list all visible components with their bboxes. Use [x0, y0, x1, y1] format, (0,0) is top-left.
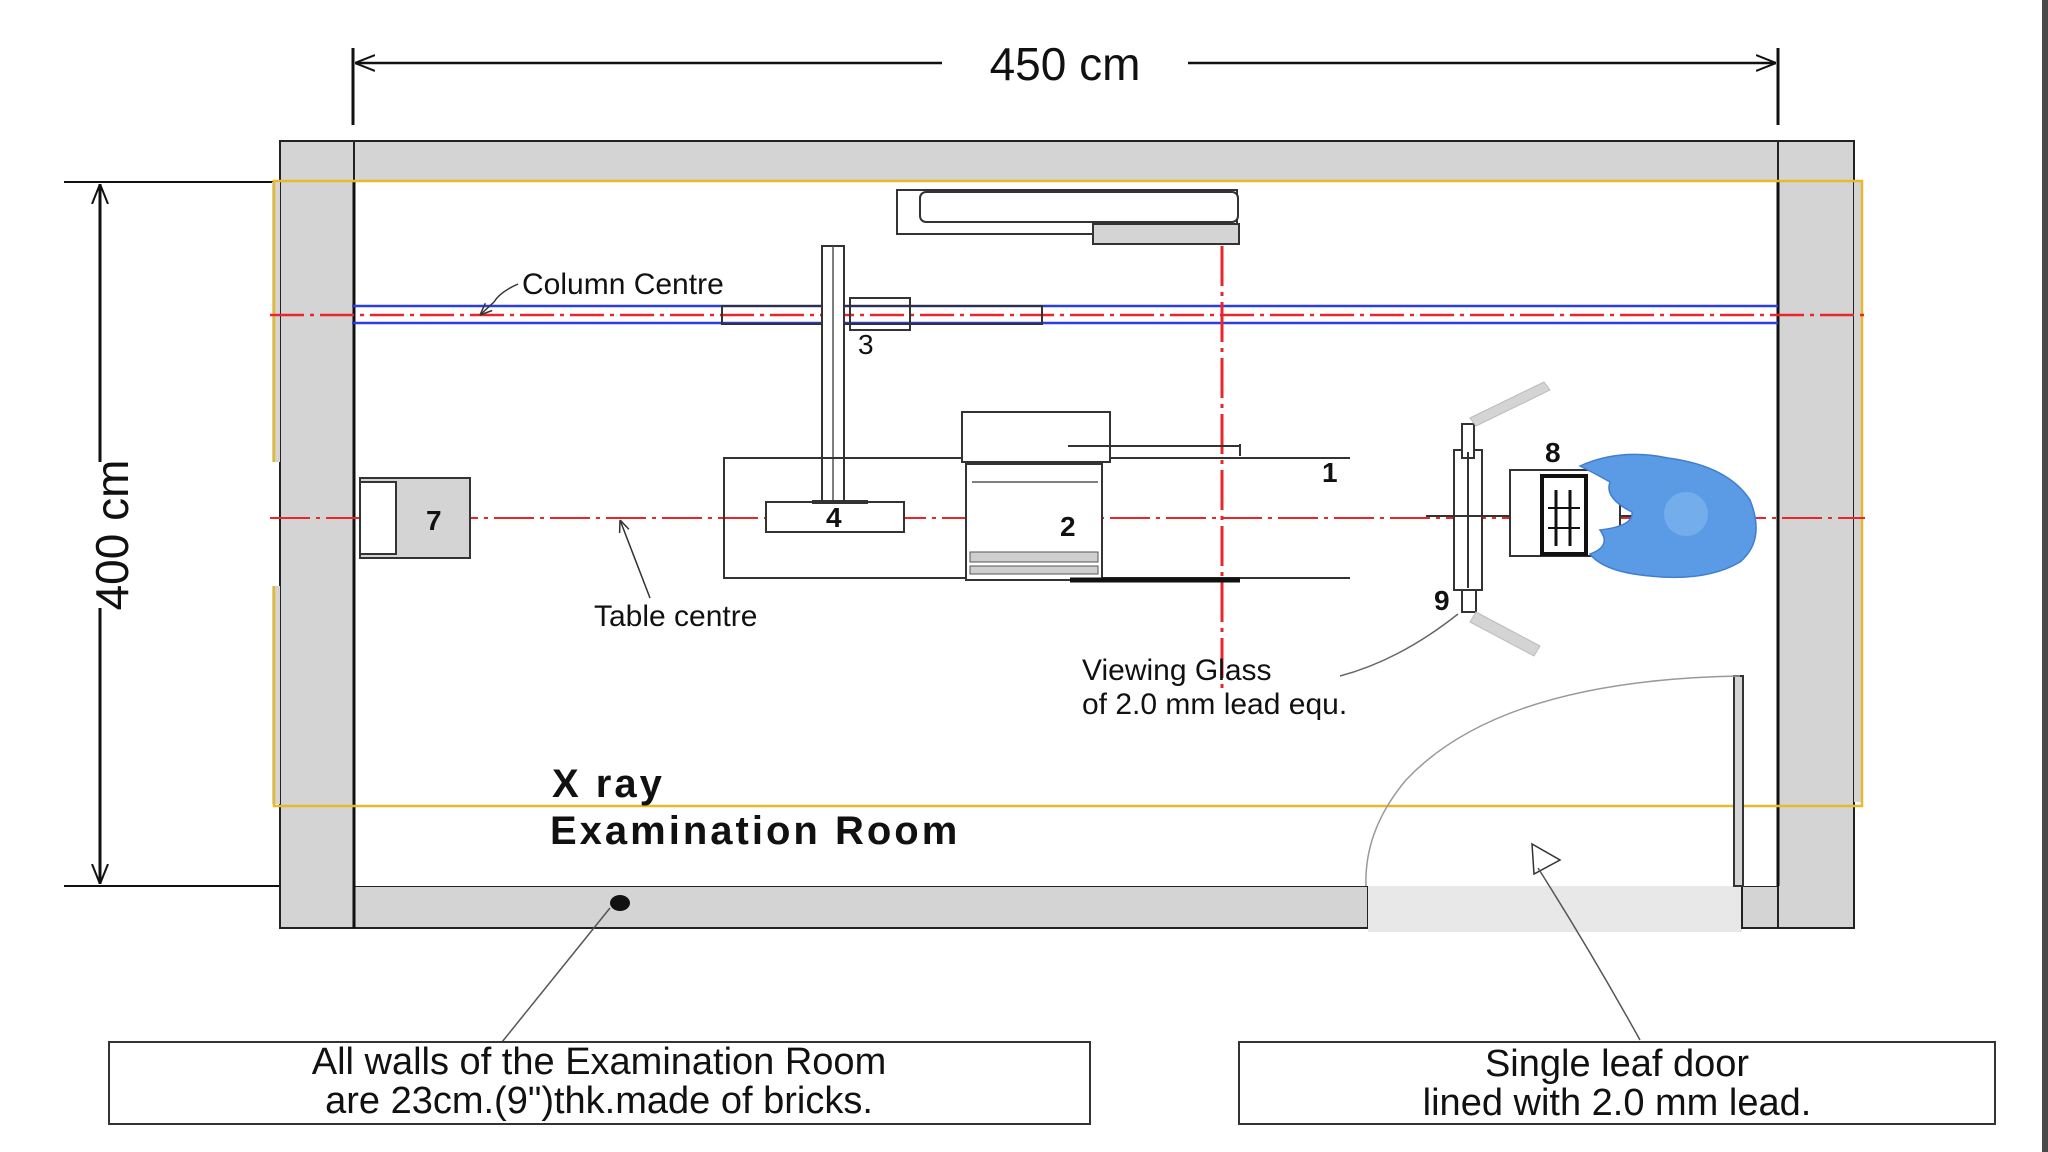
equipment-layout: 3 4 2 1 7 9 8 [359, 189, 1757, 721]
bucky-stand [961, 411, 1111, 463]
walls-note-line1: All walls of the Examination Room [312, 1041, 886, 1083]
door-arrow [1531, 842, 1562, 876]
bottom-wall [353, 885, 1369, 929]
equipment-number-8: 8 [1545, 437, 1561, 468]
room-title-line1: X ray [552, 762, 665, 806]
walls-note-line2: are 23cm.(9")thk.made of bricks. [325, 1080, 873, 1122]
door-opening [1368, 884, 1742, 932]
height-dimension-label: 400 cm [86, 460, 138, 611]
equipment-number-3: 3 [858, 329, 874, 360]
width-dimension: 450 cm [351, 38, 1780, 125]
door-note-line1: Single leaf door [1485, 1043, 1749, 1085]
column-centre-line: Column Centre [270, 268, 1865, 325]
viewing-glass-label-line1: Viewing Glass [1082, 654, 1272, 687]
wall-note-marker [610, 895, 630, 911]
width-dimension-label: 450 cm [990, 38, 1141, 90]
door-note-line2: lined with 2.0 mm lead. [1423, 1082, 1812, 1124]
top-wall [279, 140, 1855, 182]
door-swing-arc [1365, 675, 1741, 887]
door [1365, 675, 1744, 1041]
viewing-glass-label-line2: of 2.0 mm lead equ. [1082, 688, 1347, 721]
walls-note: All walls of the Examination Room are 23… [108, 907, 1091, 1125]
door-leaf [1733, 675, 1744, 887]
table-centre-label: Table centre [594, 600, 757, 633]
left-wall [279, 140, 355, 929]
height-dimension: 400 cm [64, 181, 320, 887]
ceiling-rail [721, 305, 1043, 325]
equipment-number-9: 9 [1434, 585, 1450, 616]
equipment-number-7: 7 [426, 505, 442, 536]
tube-carriage-3 [849, 297, 911, 331]
window-edge [2042, 0, 2048, 1152]
room-title-line2: Examination Room [550, 809, 960, 853]
tube-head-4 [765, 501, 905, 533]
bottom-wall-right [1741, 885, 1779, 929]
column-centre-label: Column Centre [522, 268, 724, 301]
equipment-number-2: 2 [1060, 511, 1076, 542]
equipment-number-1: 1 [1322, 457, 1338, 488]
right-wall [1777, 140, 1855, 929]
door-note: Single leaf door lined with 2.0 mm lead. [1238, 1041, 1996, 1125]
equipment-number-4: 4 [826, 502, 842, 533]
barrier-wing-bottom [1469, 611, 1541, 657]
barrier-wing-top [1469, 381, 1551, 427]
